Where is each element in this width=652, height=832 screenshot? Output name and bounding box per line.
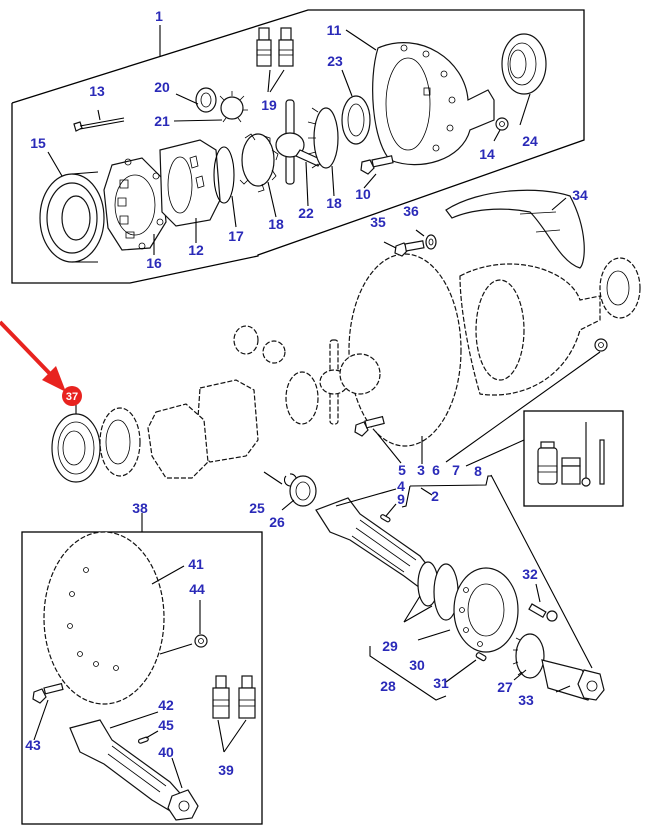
callout-12[interactable]: 12 [188,242,204,258]
part-40-nut[interactable] [167,789,199,821]
callout-30[interactable]: 30 [409,657,425,673]
part-14-nut[interactable] [495,117,509,131]
part-43-bolt[interactable] [32,682,64,704]
callout-9[interactable]: 9 [397,491,405,507]
callout-20[interactable]: 20 [154,79,170,95]
part-spider-assembly[interactable] [285,339,381,425]
callout-35[interactable]: 35 [370,214,386,230]
part-22-spider-cross[interactable] [275,99,323,185]
callout-44[interactable]: 44 [189,581,205,597]
part-17-shim[interactable] [213,146,235,204]
callout-41[interactable]: 41 [188,556,204,572]
callout-10[interactable]: 10 [355,186,371,202]
part-20-washer[interactable] [195,87,217,113]
callout-7[interactable]: 7 [452,462,460,478]
part-39-sealant-tubes[interactable] [212,675,256,719]
callout-25[interactable]: 25 [249,500,265,516]
part-42-pinion-shaft[interactable] [69,719,187,813]
part-13-long-bolt[interactable] [73,117,125,132]
part-6-nut[interactable] [594,338,608,352]
callout-24[interactable]: 24 [522,133,538,149]
part-9-pin[interactable] [380,514,391,523]
part-36-washer[interactable] [425,234,437,250]
part-30-bearing-housing[interactable] [453,567,519,653]
part-41-crown-wheel[interactable] [43,531,165,705]
callout-29[interactable]: 29 [382,638,398,654]
part-45-pin[interactable] [137,736,149,744]
callout-label-37: 37 [66,391,78,403]
part-10-bolt[interactable] [360,155,394,175]
part-34-guard[interactable] [445,189,585,269]
callout-14[interactable]: 14 [479,146,495,162]
kit-frame [523,410,624,507]
callout-2[interactable]: 2 [431,488,439,504]
callout-39[interactable]: 39 [218,762,234,778]
part-35-bolt[interactable] [394,240,425,257]
callout-5[interactable]: 5 [398,462,406,478]
callout-3[interactable]: 3 [417,462,425,478]
part-5-bolt[interactable] [354,415,385,437]
part-18-bevel-gear[interactable] [307,107,339,169]
part-32-bolt[interactable] [528,603,558,622]
part-16-carrier-half[interactable] [103,157,167,251]
callout-45[interactable]: 45 [158,717,174,733]
callout-4[interactable]: 4 [397,478,405,494]
callout-6[interactable]: 6 [432,462,440,478]
leader-lines [33,25,601,789]
part-24-bearing[interactable] [501,33,547,95]
callout-21[interactable]: 21 [154,113,170,129]
part-3-crown-wheel[interactable] [348,253,462,447]
callout-40[interactable]: 40 [158,744,174,760]
callout-17[interactable]: 17 [228,228,244,244]
part-kit-contents[interactable] [537,422,605,487]
callout-16[interactable]: 16 [146,255,162,271]
callout-36[interactable]: 36 [403,203,419,219]
part-small-washer-pinion[interactable] [233,325,286,364]
part-15-bearing[interactable] [39,171,105,263]
callout-38[interactable]: 38 [132,500,148,516]
callout-26[interactable]: 26 [269,514,285,530]
highlight-arrow [0,320,66,392]
callout-33[interactable]: 33 [518,692,534,708]
part-middle-left-bearing[interactable] [99,407,141,477]
callout-32[interactable]: 32 [522,566,538,582]
part-12-case-half[interactable] [159,139,221,227]
callout-13[interactable]: 13 [89,83,105,99]
part-18-side-gear[interactable] [239,133,279,193]
part-19-sealant-tubes[interactable] [256,27,294,67]
part-4-pinion-shaft[interactable] [315,497,435,589]
callout-23[interactable]: 23 [327,53,343,69]
callout-34[interactable]: 34 [572,187,588,203]
callout-1[interactable]: 1 [155,8,163,24]
part-case-housing-assembled[interactable] [459,263,601,396]
callout-42[interactable]: 42 [158,697,174,713]
group-frame-1 [11,9,585,284]
callout-22[interactable]: 22 [298,205,314,221]
callout-18-right[interactable]: 18 [326,195,342,211]
part-29-bearings[interactable] [417,561,459,621]
part-right-bearing[interactable] [599,257,641,319]
callout-43[interactable]: 43 [25,737,41,753]
part-23-thrust-washer[interactable] [341,95,371,145]
callout-8[interactable]: 8 [474,463,482,479]
callout-31[interactable]: 31 [433,675,449,691]
part-21-pinion[interactable] [219,91,248,123]
callout-37-highlighted[interactable]: 37 [62,386,82,406]
part-33-shaft-end-nut[interactable] [541,659,605,701]
callout-15[interactable]: 15 [30,135,46,151]
callout-labels: 1 13 15 20 21 19 16 12 17 18 22 18 11 23… [25,8,588,778]
callout-19[interactable]: 19 [261,97,277,113]
callout-28[interactable]: 28 [380,678,396,694]
part-11-case-housing[interactable] [372,42,495,166]
callout-27[interactable]: 27 [497,679,513,695]
part-44-nut[interactable] [194,634,208,648]
part-27-gear[interactable] [512,633,545,679]
callout-18-left[interactable]: 18 [268,216,284,232]
callout-11[interactable]: 11 [327,22,342,38]
part-37-seal[interactable] [51,413,101,483]
part-31-dowel[interactable] [475,652,487,662]
part-carrier-assembled[interactable] [147,379,259,479]
part-26-bearing[interactable] [289,475,317,507]
